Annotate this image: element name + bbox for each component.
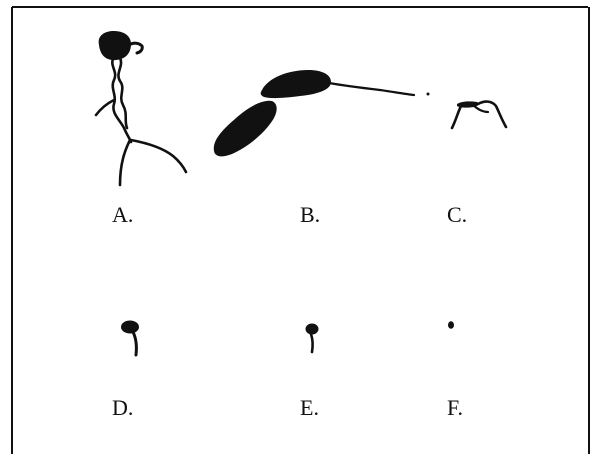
panel-f-illustration — [448, 321, 454, 329]
panel-c-flagellum-right — [476, 100, 508, 129]
panel-a-flagellum-twisted-2 — [117, 56, 129, 130]
panel-d-cell-head — [121, 320, 139, 334]
panel-label-e: E. — [300, 395, 319, 420]
panel-d-tail — [131, 330, 138, 357]
panel-d-illustration — [121, 320, 139, 357]
figure-frame — [11, 6, 590, 454]
panel-a-flagellum-long-down — [118, 138, 132, 187]
panel-c-illustration — [450, 100, 508, 130]
panel-e-cell-head — [305, 323, 319, 335]
panel-b-flagellum — [327, 81, 416, 97]
panel-b-cell-upper — [260, 70, 331, 99]
panel-a-flagellum-hook — [127, 41, 144, 55]
panel-c-flagellum-curl — [470, 102, 490, 114]
panel-e-illustration — [305, 323, 319, 354]
panel-a-cell-head — [98, 31, 131, 61]
panel-label-f: F. — [447, 395, 463, 420]
panel-label-a: A. — [112, 202, 133, 227]
panel-label-c: C. — [447, 202, 467, 227]
panel-label-d: D. — [112, 395, 133, 420]
panel-a-flagellum-twisted-1 — [111, 57, 133, 144]
panel-b-cell-lower — [213, 100, 277, 157]
panel-e-tail — [309, 332, 314, 354]
panel-a-flagellum-left-branch — [94, 98, 116, 117]
panel-a-flagellum-long-right — [129, 138, 188, 174]
panel-a-illustration — [94, 31, 188, 187]
panel-b-illustration — [213, 70, 430, 157]
panel-c-flagellum-left — [450, 104, 463, 130]
panel-b-flagellum-tip-dot — [426, 92, 430, 96]
panel-label-b: B. — [300, 202, 320, 227]
panel-f-cell-dot — [448, 321, 454, 329]
